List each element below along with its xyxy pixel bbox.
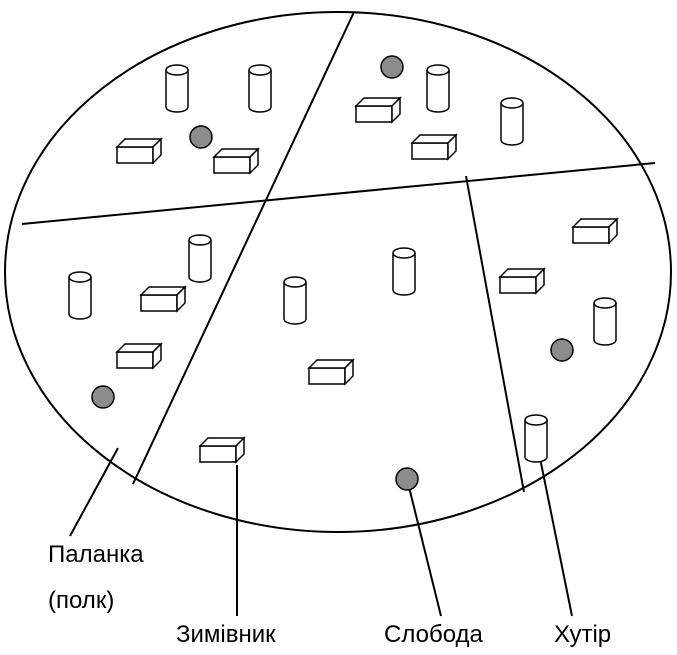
circle-settlement-icon: [91, 385, 115, 409]
cylinder-farmstead-icon: [426, 64, 450, 113]
cylinder-farmstead-icon: [500, 97, 524, 146]
box-winter-camp-icon: [139, 285, 187, 313]
pointer-line-sloboda: [408, 486, 442, 617]
label-palanka: Паланка: [48, 541, 144, 568]
division-line-diagonal: [132, 11, 355, 485]
cylinder-farmstead-icon: [392, 247, 416, 296]
cylinder-farmstead-icon: [165, 64, 189, 113]
label-sloboda: Слобода: [384, 621, 483, 648]
cylinder-farmstead-icon: [188, 234, 212, 283]
label-zimovnyk: Зимівник: [176, 621, 276, 648]
circle-settlement-icon: [550, 338, 574, 362]
box-winter-camp-icon: [212, 147, 260, 175]
box-winter-camp-icon: [115, 137, 163, 165]
cylinder-farmstead-icon: [68, 271, 92, 320]
territory-boundary: [4, 11, 672, 533]
icons-layer: [68, 55, 619, 491]
circle-settlement-icon: [189, 125, 213, 149]
cylinder-farmstead-icon: [524, 414, 548, 463]
cylinder-farmstead-icon: [593, 297, 617, 346]
cylinder-farmstead-icon: [248, 64, 272, 113]
box-winter-camp-icon: [307, 358, 355, 386]
division-line-horizontal: [21, 162, 656, 225]
box-winter-camp-icon: [354, 96, 402, 124]
box-winter-camp-icon: [571, 217, 619, 245]
box-winter-camp-icon: [410, 133, 458, 161]
division-line-right: [465, 175, 525, 493]
pointer-line-palanka: [69, 447, 119, 537]
pointer-line-khutir: [539, 457, 573, 617]
cylinder-farmstead-icon: [283, 276, 307, 325]
circle-settlement-icon: [395, 467, 419, 491]
box-winter-camp-icon: [198, 436, 246, 464]
circle-settlement-icon: [380, 55, 404, 79]
label-palanka-polk: (полк): [48, 587, 115, 614]
box-winter-camp-icon: [115, 342, 163, 370]
box-winter-camp-icon: [498, 267, 546, 295]
label-khutir: Хутір: [554, 621, 612, 648]
